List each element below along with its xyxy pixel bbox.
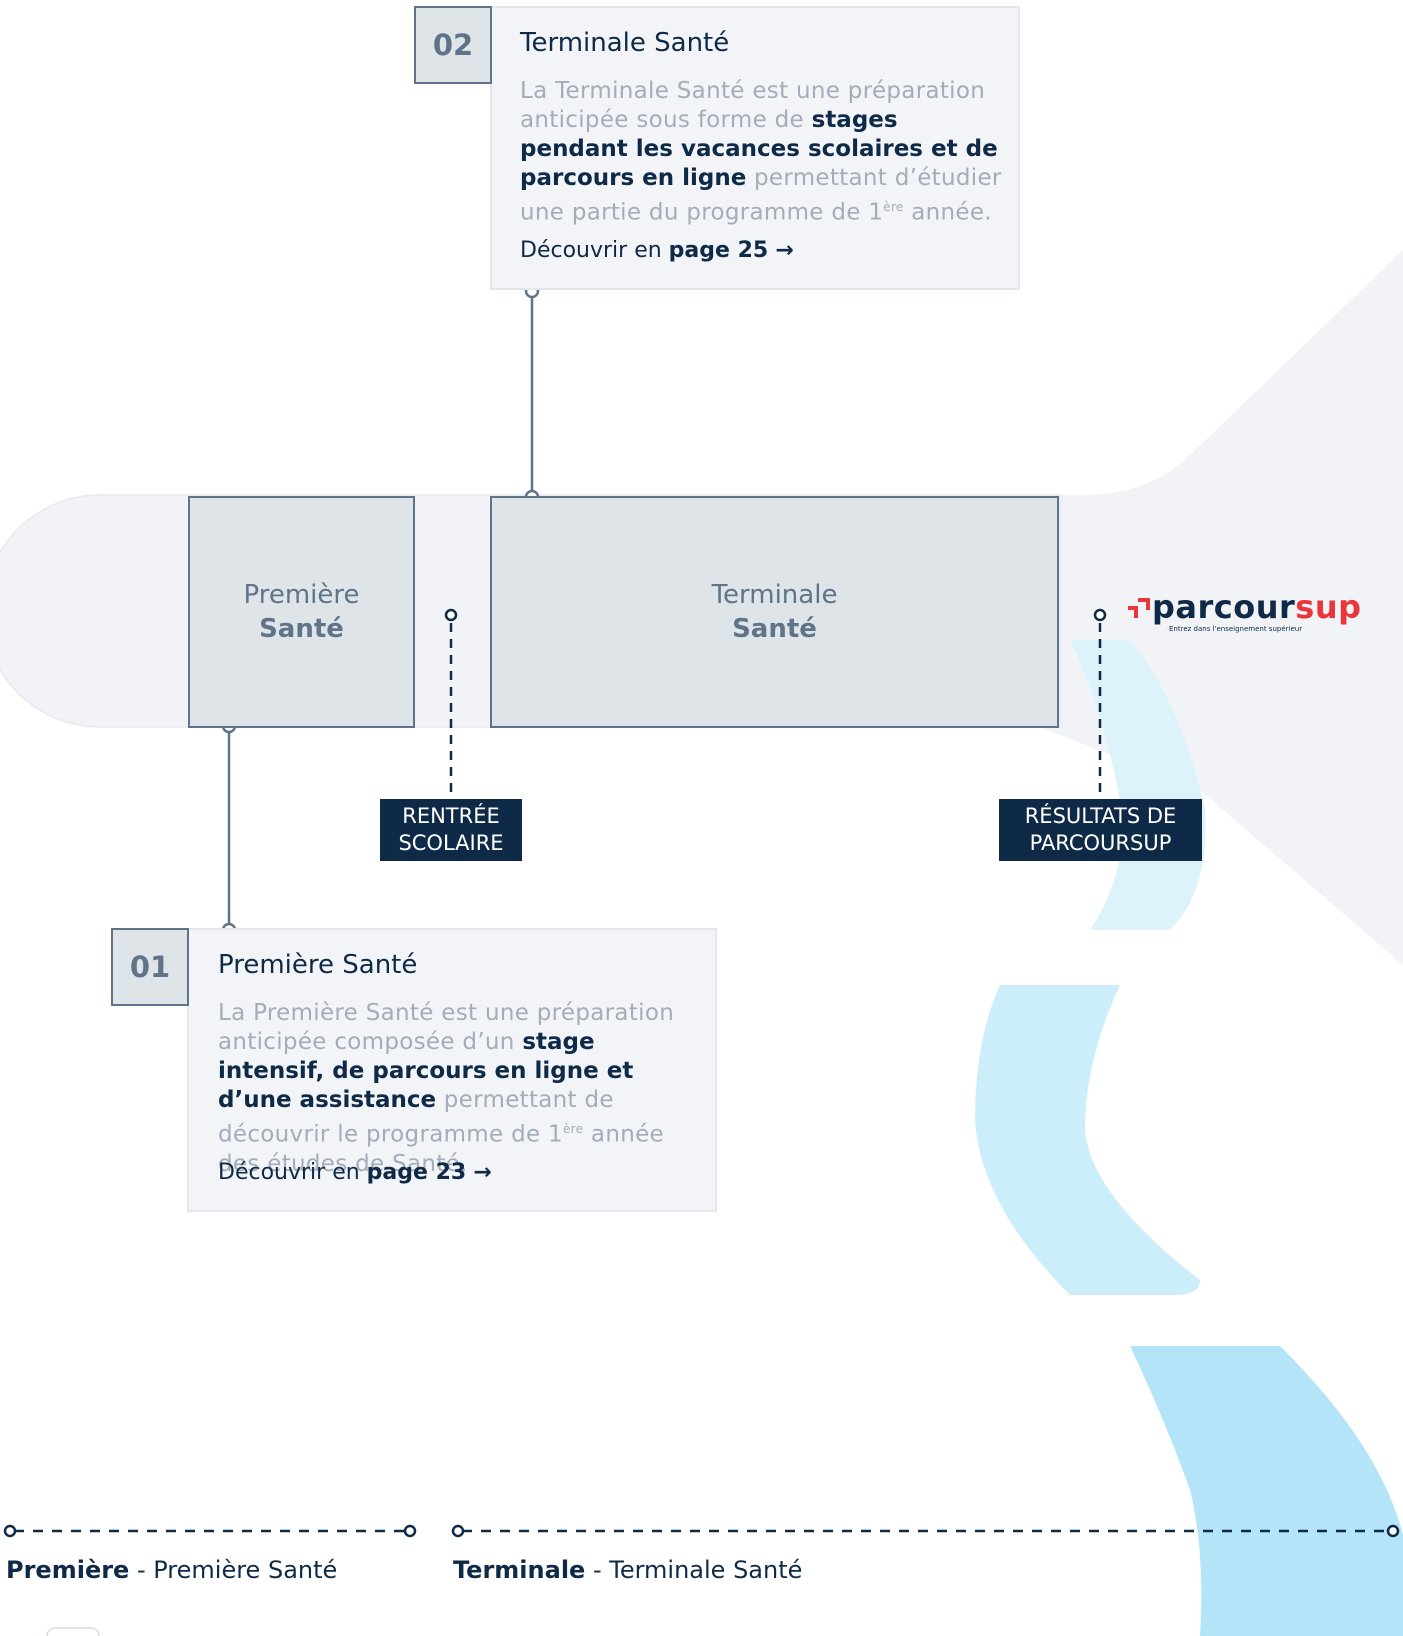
premiere-card-description: La Première Santé est une préparation an…: [218, 999, 700, 1179]
premiere-text-sup: ère: [562, 1122, 584, 1136]
legend-terminale: Terminale - Terminale Santé: [453, 1556, 802, 1584]
premiere-link-prefix: Découvrir en: [218, 1160, 360, 1185]
logo-word-end: sup: [1295, 588, 1362, 626]
resultats-line1: RÉSULTATS DE: [1024, 804, 1177, 828]
legend-terminale-sep: -: [585, 1556, 610, 1584]
terminale-text-sup: ère: [883, 200, 904, 214]
premiere-discover-link[interactable]: Découvrir en page 23 →: [218, 1160, 492, 1185]
parcoursup-wordmark: parcoursup: [1152, 588, 1362, 626]
terminale-sante-box: Terminale Santé: [490, 496, 1059, 728]
premiere-card-title: Première Santé: [218, 950, 418, 980]
terminale-box-line2: Santé: [732, 614, 817, 644]
rentree-line1: RENTRÉE: [402, 804, 500, 828]
premiere-box-line2: Santé: [259, 614, 344, 644]
legend-premiere-label: Première: [6, 1556, 130, 1584]
legend-terminale-label: Terminale: [453, 1556, 586, 1584]
premiere-text-bold: stage intensif, de parcours en ligne et …: [218, 1029, 634, 1113]
rentree-scolaire-tag: RENTRÉE SCOLAIRE: [380, 799, 522, 861]
resultats-line2: PARCOURSUP: [1029, 831, 1172, 855]
legend-premiere: Première - Première Santé: [6, 1556, 337, 1584]
terminale-card-title: Terminale Santé: [520, 28, 730, 58]
terminale-text-bold: stages pendant les vacances scolaires et…: [520, 107, 998, 191]
terminale-text-1: La Terminale Santé est une préparation a…: [520, 78, 986, 133]
blue-band-2: [975, 985, 1200, 1295]
premiere-sante-card: [187, 928, 717, 1212]
parcoursup-logo: parcoursup Entrez dans l'enseignement su…: [1126, 588, 1361, 638]
chevron-shape: [1040, 250, 1403, 965]
rentree-line2: SCOLAIRE: [398, 831, 504, 855]
premiere-sante-box: Première Santé: [188, 496, 415, 728]
legend-premiere-desc: Première Santé: [153, 1556, 338, 1584]
card-number-01: 01: [111, 928, 189, 1006]
premiere-box-line1: Première: [243, 580, 360, 610]
terminale-text-3: année.: [903, 199, 992, 226]
premiere-text-2: permettant de découvrir le programme de …: [218, 1087, 614, 1148]
arrow-right-icon: →: [473, 1160, 492, 1185]
terminale-sante-card: [490, 6, 1020, 290]
terminale-link-page: page 25: [668, 238, 769, 263]
parcoursup-tagline: Entrez dans l'enseignement supérieur: [1169, 625, 1303, 633]
premiere-text-3: année des études de Santé.: [218, 1121, 664, 1177]
terminale-link-prefix: Découvrir en: [520, 238, 662, 263]
card-number-02: 02: [414, 6, 492, 84]
terminale-card-description: La Terminale Santé est une préparation a…: [520, 77, 1002, 228]
premiere-text-1: La Première Santé est une préparation an…: [218, 1000, 675, 1055]
terminale-box-line1: Terminale: [711, 580, 838, 610]
terminale-discover-link[interactable]: Découvrir en page 25 →: [520, 238, 794, 263]
terminale-text-2: permettant d’étudier une partie du progr…: [520, 165, 1002, 226]
resultats-parcoursup-tag: RÉSULTATS DE PARCOURSUP: [999, 799, 1202, 861]
logo-word-start: parcour: [1152, 588, 1296, 626]
legend-terminale-desc: Terminale Santé: [609, 1556, 803, 1584]
legend-premiere-sep: -: [129, 1556, 154, 1584]
blue-band-3: [1130, 1346, 1403, 1636]
premiere-link-page: page 23: [366, 1160, 467, 1185]
parcoursup-mark-icon: [1128, 598, 1150, 618]
arrow-right-icon: →: [775, 238, 794, 263]
